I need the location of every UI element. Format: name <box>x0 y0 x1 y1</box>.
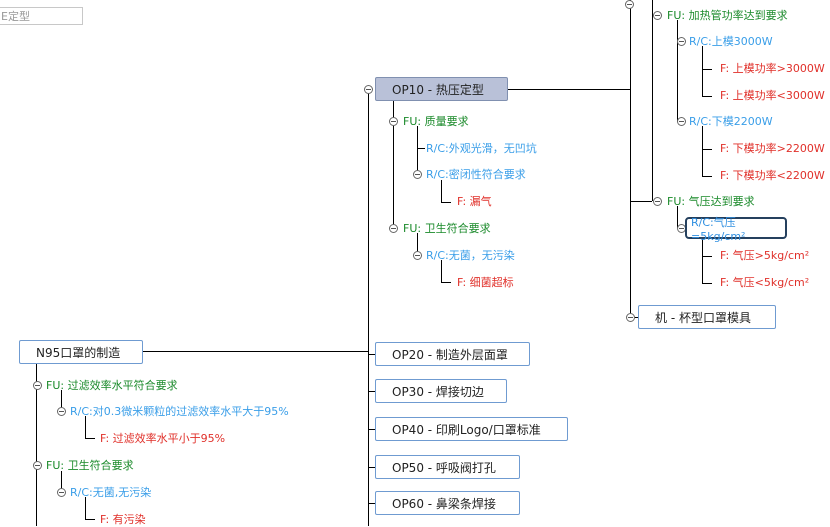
op10-node[interactable]: OP10 - 热压定型 <box>375 77 508 101</box>
connector <box>61 390 62 412</box>
connector <box>393 100 394 230</box>
connector <box>441 260 442 282</box>
f-label[interactable]: F: 上模功率<3000W <box>720 89 825 102</box>
connector <box>702 69 712 70</box>
f-label[interactable]: F: 下模功率<2200W <box>720 169 825 182</box>
fu-label[interactable]: FU: 过滤效率水平符合要求 <box>46 379 178 392</box>
collapse-toggle-icon[interactable] <box>57 407 66 416</box>
rc-label[interactable]: R/C:密闭性符合要求 <box>426 168 526 181</box>
rc-label[interactable]: R/C:无菌,无污染 <box>70 486 152 499</box>
connector <box>677 20 678 122</box>
connector <box>85 519 95 520</box>
connector <box>85 438 95 439</box>
connector <box>702 149 712 150</box>
connector <box>368 91 369 526</box>
f-label[interactable]: F: 气压>5kg/cm² <box>720 249 810 262</box>
connector <box>702 234 703 284</box>
selected-rc-node[interactable]: R/C:气压=5kg/cm² <box>685 216 787 243</box>
collapse-toggle-icon[interactable] <box>677 37 686 46</box>
f-label[interactable]: F: 有污染 <box>100 513 146 526</box>
connector <box>368 467 375 468</box>
connector <box>702 46 703 96</box>
connector <box>368 503 375 504</box>
connector <box>441 282 451 283</box>
f-label[interactable]: F: 漏气 <box>457 195 492 208</box>
root-node[interactable]: N95口罩的制造 <box>19 340 143 364</box>
connector <box>85 497 86 519</box>
connector <box>702 126 703 176</box>
f-label[interactable]: F: 气压<5kg/cm² <box>720 276 810 289</box>
connector <box>508 89 630 90</box>
op30-node[interactable]: OP30 - 焊接切边 <box>375 379 507 403</box>
connector <box>417 126 418 176</box>
fu-label[interactable]: FU: 质量要求 <box>403 115 469 128</box>
connector <box>702 256 712 257</box>
connector <box>61 471 62 493</box>
op60-node[interactable]: OP60 - 鼻梁条焊接 <box>375 491 520 515</box>
collapse-toggle-icon[interactable] <box>625 0 634 9</box>
collapse-toggle-icon[interactable] <box>57 488 66 497</box>
f-label[interactable]: F: 细菌超标 <box>457 276 514 289</box>
collapse-toggle-icon[interactable] <box>389 117 398 126</box>
collapse-toggle-icon[interactable] <box>413 251 422 260</box>
collapse-toggle-icon[interactable] <box>677 117 686 126</box>
collapse-toggle-icon[interactable] <box>653 197 662 206</box>
search-input[interactable]: E定型 <box>0 7 83 25</box>
collapse-toggle-icon[interactable] <box>364 85 373 94</box>
fu-label[interactable]: FU: 卫生符合要求 <box>403 222 491 235</box>
connector <box>368 354 375 355</box>
fu-label[interactable]: FU: 卫生符合要求 <box>46 459 134 472</box>
collapse-toggle-icon[interactable] <box>653 11 662 20</box>
f-label[interactable]: F: 下模功率>2200W <box>720 142 825 155</box>
connector <box>85 416 86 438</box>
op20-node[interactable]: OP20 - 制造外层面罩 <box>375 342 530 366</box>
collapse-toggle-icon[interactable] <box>413 170 422 179</box>
connector <box>417 148 425 149</box>
f-label[interactable]: F: 上模功率>3000W <box>720 62 825 75</box>
collapse-toggle-icon[interactable] <box>33 461 42 470</box>
fu-label[interactable]: FU: 气压达到要求 <box>667 195 755 208</box>
collapse-toggle-icon[interactable] <box>33 381 42 390</box>
rc-label[interactable]: R/C:对0.3微米颗粒的过滤效率水平大于95% <box>70 405 289 418</box>
fu-label[interactable]: FU: 加热管功率达到要求 <box>667 9 788 22</box>
connector <box>143 351 369 352</box>
connector <box>702 283 712 284</box>
rc-label[interactable]: R/C:上模3000W <box>689 35 773 48</box>
connector <box>677 206 678 228</box>
connector <box>36 362 37 526</box>
connector <box>630 0 631 318</box>
rc-label[interactable]: R/C:下模2200W <box>689 115 773 128</box>
f-label[interactable]: F: 过滤效率水平小于95% <box>100 432 226 445</box>
machine-node[interactable]: 机 - 杯型口罩模具 <box>638 305 776 329</box>
collapse-toggle-icon[interactable] <box>389 224 398 233</box>
connector <box>702 96 712 97</box>
rc-label[interactable]: R/C:无菌，无污染 <box>426 249 515 262</box>
connector <box>441 180 442 202</box>
connector <box>630 201 652 202</box>
collapse-toggle-icon[interactable] <box>626 313 635 322</box>
connector <box>441 202 451 203</box>
rc-label[interactable]: R/C:外观光滑，无凹坑 <box>426 142 537 155</box>
op40-node[interactable]: OP40 - 印刷Logo/口罩标准 <box>375 417 568 441</box>
connector <box>368 429 375 430</box>
connector <box>368 391 375 392</box>
connector <box>417 233 418 255</box>
op50-node[interactable]: OP50 - 呼吸阀打孔 <box>375 455 520 479</box>
connector <box>652 0 653 201</box>
connector <box>702 176 712 177</box>
